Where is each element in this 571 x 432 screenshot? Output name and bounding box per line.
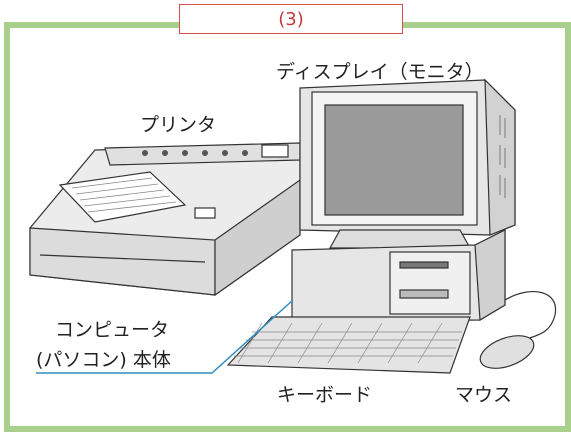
keyboard-label: キーボード bbox=[277, 384, 373, 406]
computer-leader-line bbox=[36, 299, 294, 374]
printer-illustration bbox=[29, 142, 301, 297]
display-label: ディスプレイ（モニタ） bbox=[276, 61, 484, 83]
pc-body-illustration bbox=[291, 229, 506, 323]
computer-label-line1: コンピュータ bbox=[55, 319, 170, 341]
printer-label: プリンタ bbox=[140, 114, 217, 136]
diagram-number-tab: (3) bbox=[179, 4, 403, 34]
computer-label-line2: (パソコン) 本体 bbox=[36, 349, 171, 371]
monitor-illustration bbox=[299, 78, 516, 249]
mouse-label: マウス bbox=[455, 384, 513, 406]
mouse-illustration bbox=[479, 291, 557, 369]
